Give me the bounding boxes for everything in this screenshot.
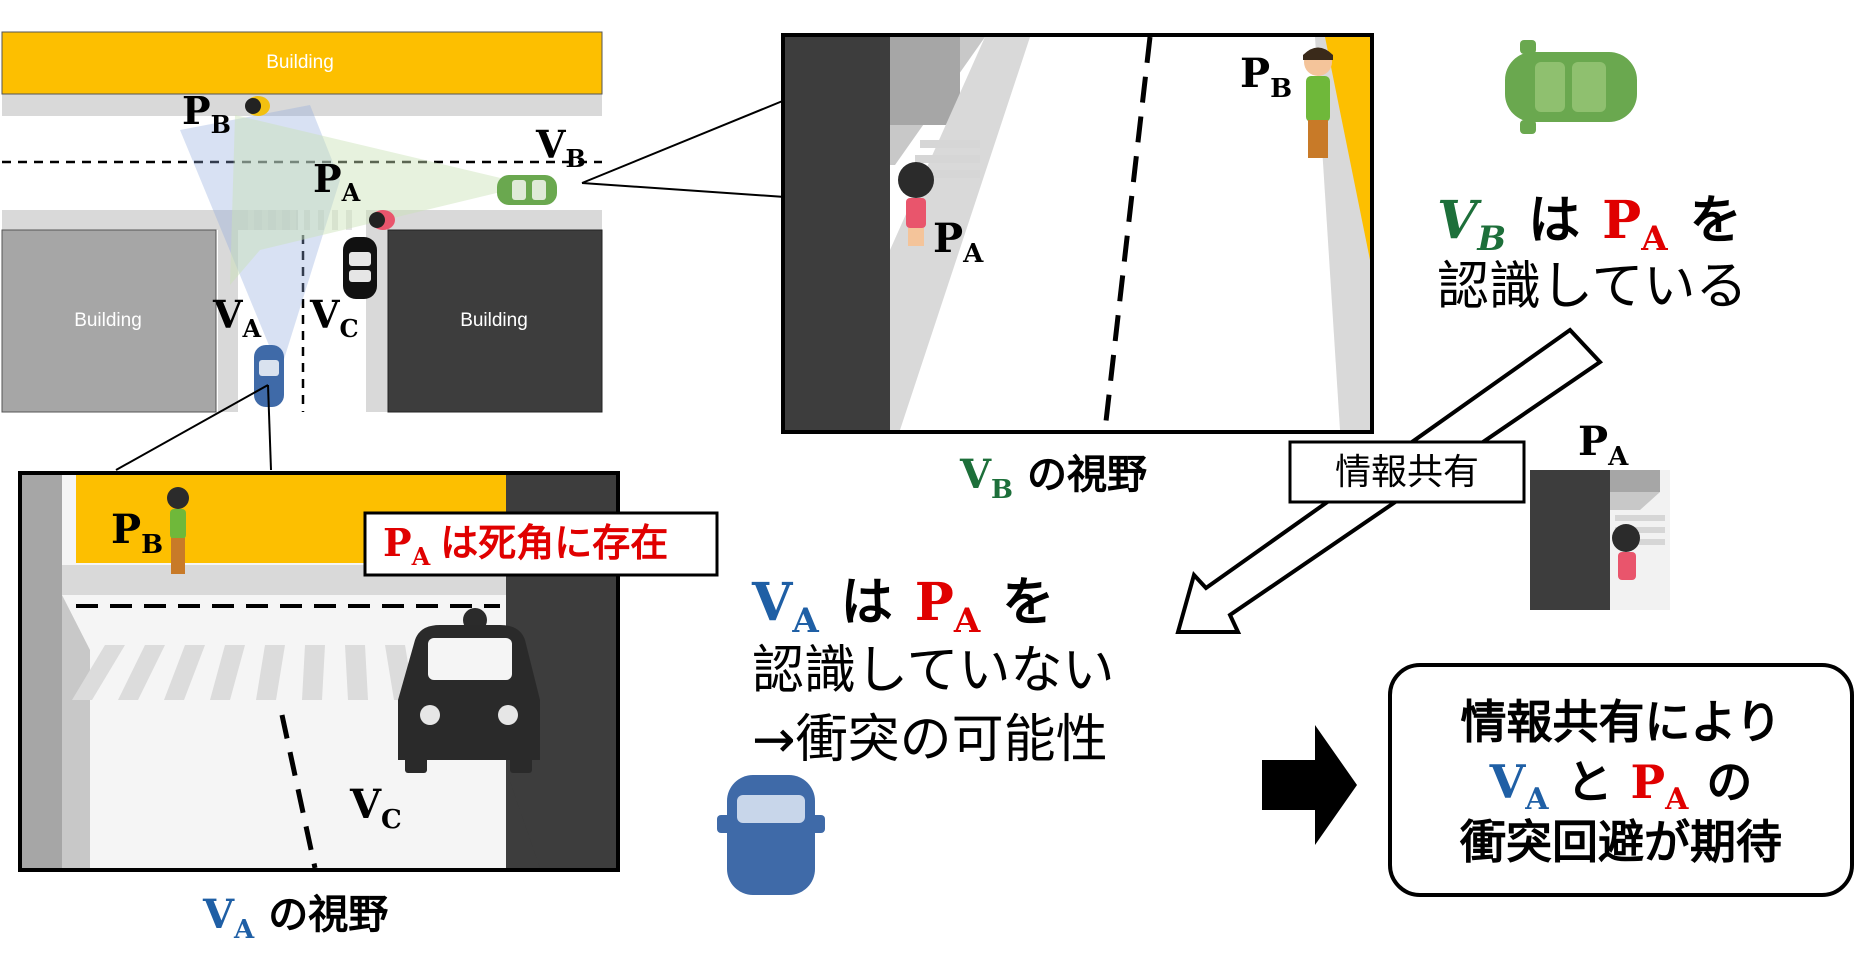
svg-text:PB: PB — [1240, 50, 1292, 104]
vc-car-rear-icon — [398, 625, 540, 773]
svg-text:PB: PB — [111, 506, 163, 560]
pa-person-topdown-icon — [369, 210, 395, 230]
svg-text:VC: VC — [349, 781, 402, 835]
svg-text:認識している: 認識している — [1437, 257, 1747, 317]
building-top — [1, 31, 603, 95]
svg-text:PA: PA — [313, 156, 361, 207]
crosswalk — [248, 210, 352, 230]
vb-view-crosswalk — [910, 140, 980, 178]
svg-text:PA: PA — [933, 215, 984, 269]
vc-car-topdown-icon — [343, 237, 377, 299]
svg-text:→衝突の可能性: →衝突の可能性 — [752, 710, 1108, 770]
va-car-topdown-icon — [254, 345, 284, 407]
vb-view-building-yellow — [1325, 37, 1370, 260]
va-view-cone — [180, 105, 340, 372]
va-callout-line-2 — [267, 384, 272, 471]
vb-view-cone — [230, 115, 530, 285]
va-car-large-icon — [717, 775, 825, 895]
building-right-label: Building — [460, 310, 528, 331]
pb-person-icon-2 — [1303, 47, 1333, 158]
svg-text:認識していない: 認識していない — [752, 641, 1114, 701]
svg-text:VB: VB — [535, 122, 586, 173]
building-right — [387, 229, 603, 413]
building-top-label: Building — [266, 52, 334, 73]
svg-text:VC: VC — [309, 292, 359, 343]
svg-text:情報共有: 情報共有 — [1335, 452, 1479, 493]
svg-text:PA: PA — [1578, 418, 1629, 472]
info-share-label: 情報共有 — [1288, 440, 1526, 504]
vb-car-topdown-icon — [497, 175, 557, 205]
building-left — [1, 229, 217, 413]
result-arrow — [1262, 725, 1357, 845]
building-left-label: Building — [74, 310, 142, 331]
pb-person-icon — [167, 487, 189, 574]
svg-text:衝突回避が期待: 衝突回避が期待 — [1459, 815, 1782, 869]
vb-callout-line — [581, 99, 786, 184]
vb-callout-line-2 — [581, 182, 786, 198]
va-callout-line — [115, 384, 269, 471]
sidewalk-right-corner — [386, 210, 602, 230]
va-view-crosswalk — [72, 645, 414, 700]
svg-text:VA: VA — [212, 292, 261, 343]
svg-text:PB: PB — [182, 88, 231, 139]
pa-person-icon — [898, 162, 934, 246]
sidewalk-top — [2, 94, 602, 116]
pa-small-view: PA — [1530, 418, 1670, 610]
svg-text:情報共有により: 情報共有により — [1460, 695, 1781, 749]
pb-person-topdown-icon — [245, 96, 270, 116]
vb-car-large-icon — [1505, 40, 1637, 134]
intersection-map: Building Building Building — [1, 31, 603, 413]
